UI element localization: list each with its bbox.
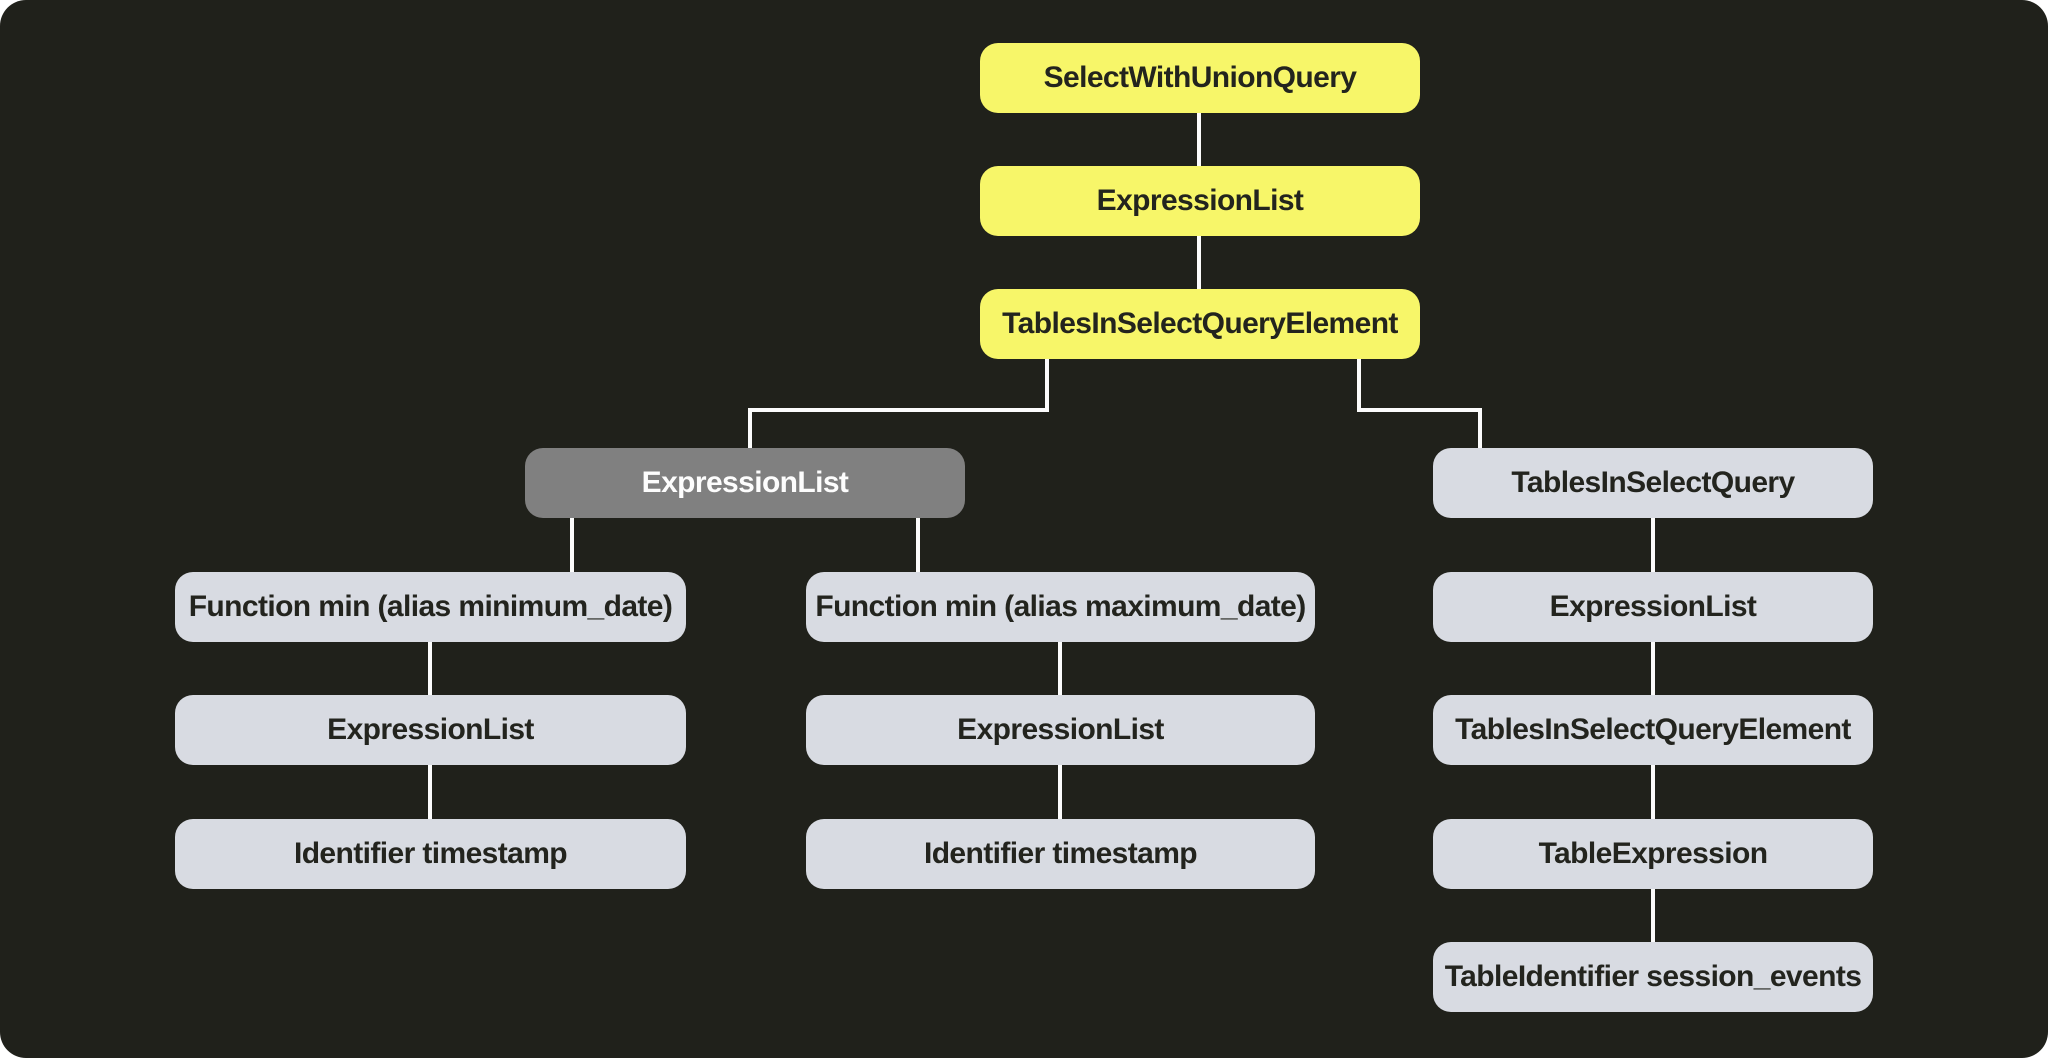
node-table-expression[interactable]: TableExpression [1433, 819, 1873, 889]
node-expression-list-selected[interactable]: ExpressionList [525, 448, 965, 518]
node-expression-list-max[interactable]: ExpressionList [806, 695, 1315, 765]
node-function-min-maximum-date[interactable]: Function min (alias maximum_date) [806, 572, 1315, 642]
node-function-min-minimum-date[interactable]: Function min (alias minimum_date) [175, 572, 686, 642]
node-identifier-timestamp-max[interactable]: Identifier timestamp [806, 819, 1315, 889]
node-identifier-timestamp-min[interactable]: Identifier timestamp [175, 819, 686, 889]
node-expression-list-min[interactable]: ExpressionList [175, 695, 686, 765]
edge-tisqe-to-selected-expressionlist [748, 359, 1049, 448]
node-table-identifier-session-events[interactable]: TableIdentifier session_events [1433, 942, 1873, 1012]
node-tables-in-select-query-element-nested[interactable]: TablesInSelectQueryElement [1433, 695, 1873, 765]
node-tables-in-select-query-element-root[interactable]: TablesInSelectQueryElement [980, 289, 1420, 359]
node-expression-list-tables[interactable]: ExpressionList [1433, 572, 1873, 642]
node-tables-in-select-query[interactable]: TablesInSelectQuery [1433, 448, 1873, 518]
node-select-with-union-query[interactable]: SelectWithUnionQuery [980, 43, 1420, 113]
node-expression-list-root[interactable]: ExpressionList [980, 166, 1420, 236]
edge-tisqe-to-tablesinselectquery [1357, 359, 1482, 448]
